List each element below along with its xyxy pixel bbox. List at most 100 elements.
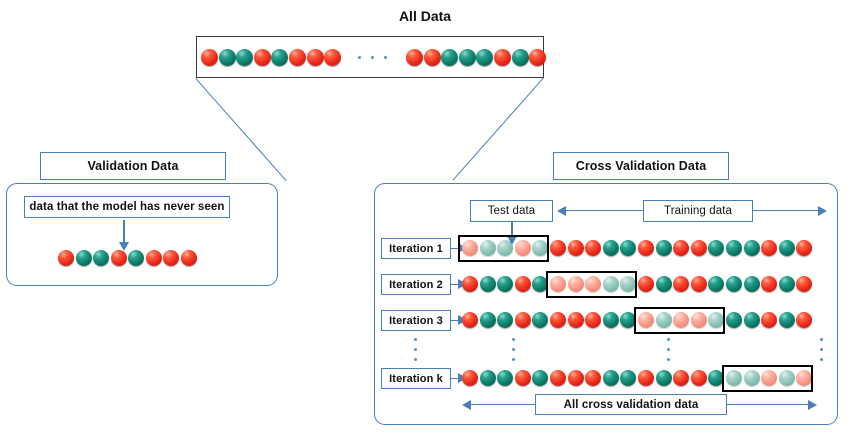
data-point-teal: [778, 276, 795, 292]
test-fold-box-4: [722, 365, 813, 392]
data-point-red: [761, 240, 778, 256]
data-point-red: [253, 49, 271, 66]
data-point-red: [567, 370, 584, 386]
data-point-red-faded: [761, 370, 778, 386]
data-point-red: [289, 49, 306, 66]
training-data-arrow-head-right: [818, 206, 827, 216]
test-data-arrow-head: [507, 236, 517, 245]
all-cv-arrow-head-left: [462, 400, 471, 410]
data-point-teal-faded: [708, 312, 725, 328]
training-data-arrow-line-right: [753, 210, 819, 211]
data-point-red: [201, 49, 218, 66]
data-point-teal: [726, 240, 742, 256]
data-point-red: [58, 250, 74, 266]
training-data-label: Training data: [664, 205, 732, 217]
data-point-red: [567, 240, 584, 256]
data-point-red-faded: [796, 370, 813, 386]
ellipsis-dot: [371, 56, 374, 59]
data-point-teal-faded: [497, 240, 514, 256]
iteration-label-box-1[interactable]: Iteration 1: [381, 238, 451, 259]
iteration-label-box-2[interactable]: Iteration 2: [381, 274, 451, 295]
data-point-red: [638, 240, 654, 256]
training-data-arrow-head-left: [557, 206, 566, 216]
iteration-arrow-line-3: [451, 320, 460, 321]
vertical-ellipsis-dot: [414, 348, 417, 351]
data-point-red: [638, 276, 654, 292]
data-point-teal: [620, 370, 637, 386]
data-point-teal: [602, 240, 619, 256]
data-point-red: [585, 312, 602, 328]
data-point-red: [462, 312, 478, 328]
data-point-teal: [532, 370, 549, 386]
data-point-teal: [743, 240, 760, 256]
data-point-red: [585, 240, 602, 256]
data-point-teal: [532, 312, 549, 328]
data-point-teal: [708, 240, 725, 256]
validation-note-text: data that the model has never seen: [29, 201, 225, 213]
data-point-red: [306, 49, 324, 66]
data-point-red: [514, 276, 531, 292]
data-point-red: [796, 276, 813, 292]
data-point-teal: [236, 49, 254, 66]
data-point-teal: [726, 312, 742, 328]
data-point-red-faded: [638, 312, 654, 328]
training-data-label-box: Training data: [643, 200, 753, 222]
data-point-red-faded: [462, 240, 478, 256]
validation-data-title: Validation Data: [87, 159, 179, 173]
data-point-teal: [479, 276, 496, 292]
vertical-ellipsis-dot: [667, 358, 670, 361]
test-fold-box-2: [546, 271, 637, 298]
data-point-teal: [620, 312, 637, 328]
data-point-red: [673, 240, 690, 256]
data-point-teal-faded: [479, 240, 496, 256]
iteration-label: Iteration 1: [389, 242, 443, 255]
data-point-teal: [458, 49, 476, 66]
data-point-teal: [532, 276, 549, 292]
vertical-ellipsis-dot: [820, 348, 823, 351]
data-point-teal: [778, 240, 795, 256]
data-point-teal-faded: [743, 370, 760, 386]
iteration-label: Iteration k: [389, 372, 443, 385]
data-point-teal: [497, 312, 514, 328]
all-cv-label: All cross validation data: [563, 398, 699, 411]
all-cv-arrow-line-right: [727, 404, 809, 405]
data-point-teal: [743, 276, 760, 292]
data-point-teal: [271, 49, 289, 66]
data-point-teal-faded: [778, 370, 795, 386]
data-point-teal: [497, 370, 514, 386]
data-point-red: [514, 370, 531, 386]
data-point-teal: [497, 276, 514, 292]
data-point-teal: [778, 312, 795, 328]
test-data-label: Test data: [487, 205, 536, 217]
data-point-red: [796, 240, 813, 256]
iteration-label: Iteration 3: [389, 314, 443, 327]
data-point-red-faded: [567, 276, 584, 292]
data-point-teal-faded: [602, 276, 619, 292]
validation-arrow-shaft: [123, 220, 125, 243]
data-point-red-faded: [514, 240, 531, 256]
data-point-teal-faded: [532, 240, 549, 256]
vertical-ellipsis-dot: [667, 348, 670, 351]
test-fold-box-3: [634, 307, 725, 334]
data-point-red-faded: [673, 312, 690, 328]
data-point-red: [585, 370, 602, 386]
iteration-label-box-3[interactable]: Iteration 3: [381, 310, 451, 331]
data-point-teal: [655, 370, 672, 386]
iteration-label-box-4[interactable]: Iteration k: [381, 368, 451, 389]
vertical-ellipsis-dot: [512, 348, 515, 351]
data-point-teal: [620, 240, 637, 256]
data-point-red: [406, 49, 423, 66]
data-point-teal: [655, 240, 672, 256]
iteration-arrow-line-2: [451, 284, 460, 285]
all-cv-label-box: All cross validation data: [535, 394, 727, 415]
iteration-arrow-line-4: [451, 378, 460, 379]
vertical-ellipsis-dot: [414, 358, 417, 361]
data-point-red: [761, 312, 778, 328]
training-data-arrow-line-left: [565, 210, 643, 211]
vertical-ellipsis-dot: [414, 338, 417, 341]
data-point-teal: [708, 370, 725, 386]
page-title: All Data: [398, 8, 452, 24]
vertical-ellipsis-dot: [512, 338, 515, 341]
data-point-red: [690, 276, 707, 292]
